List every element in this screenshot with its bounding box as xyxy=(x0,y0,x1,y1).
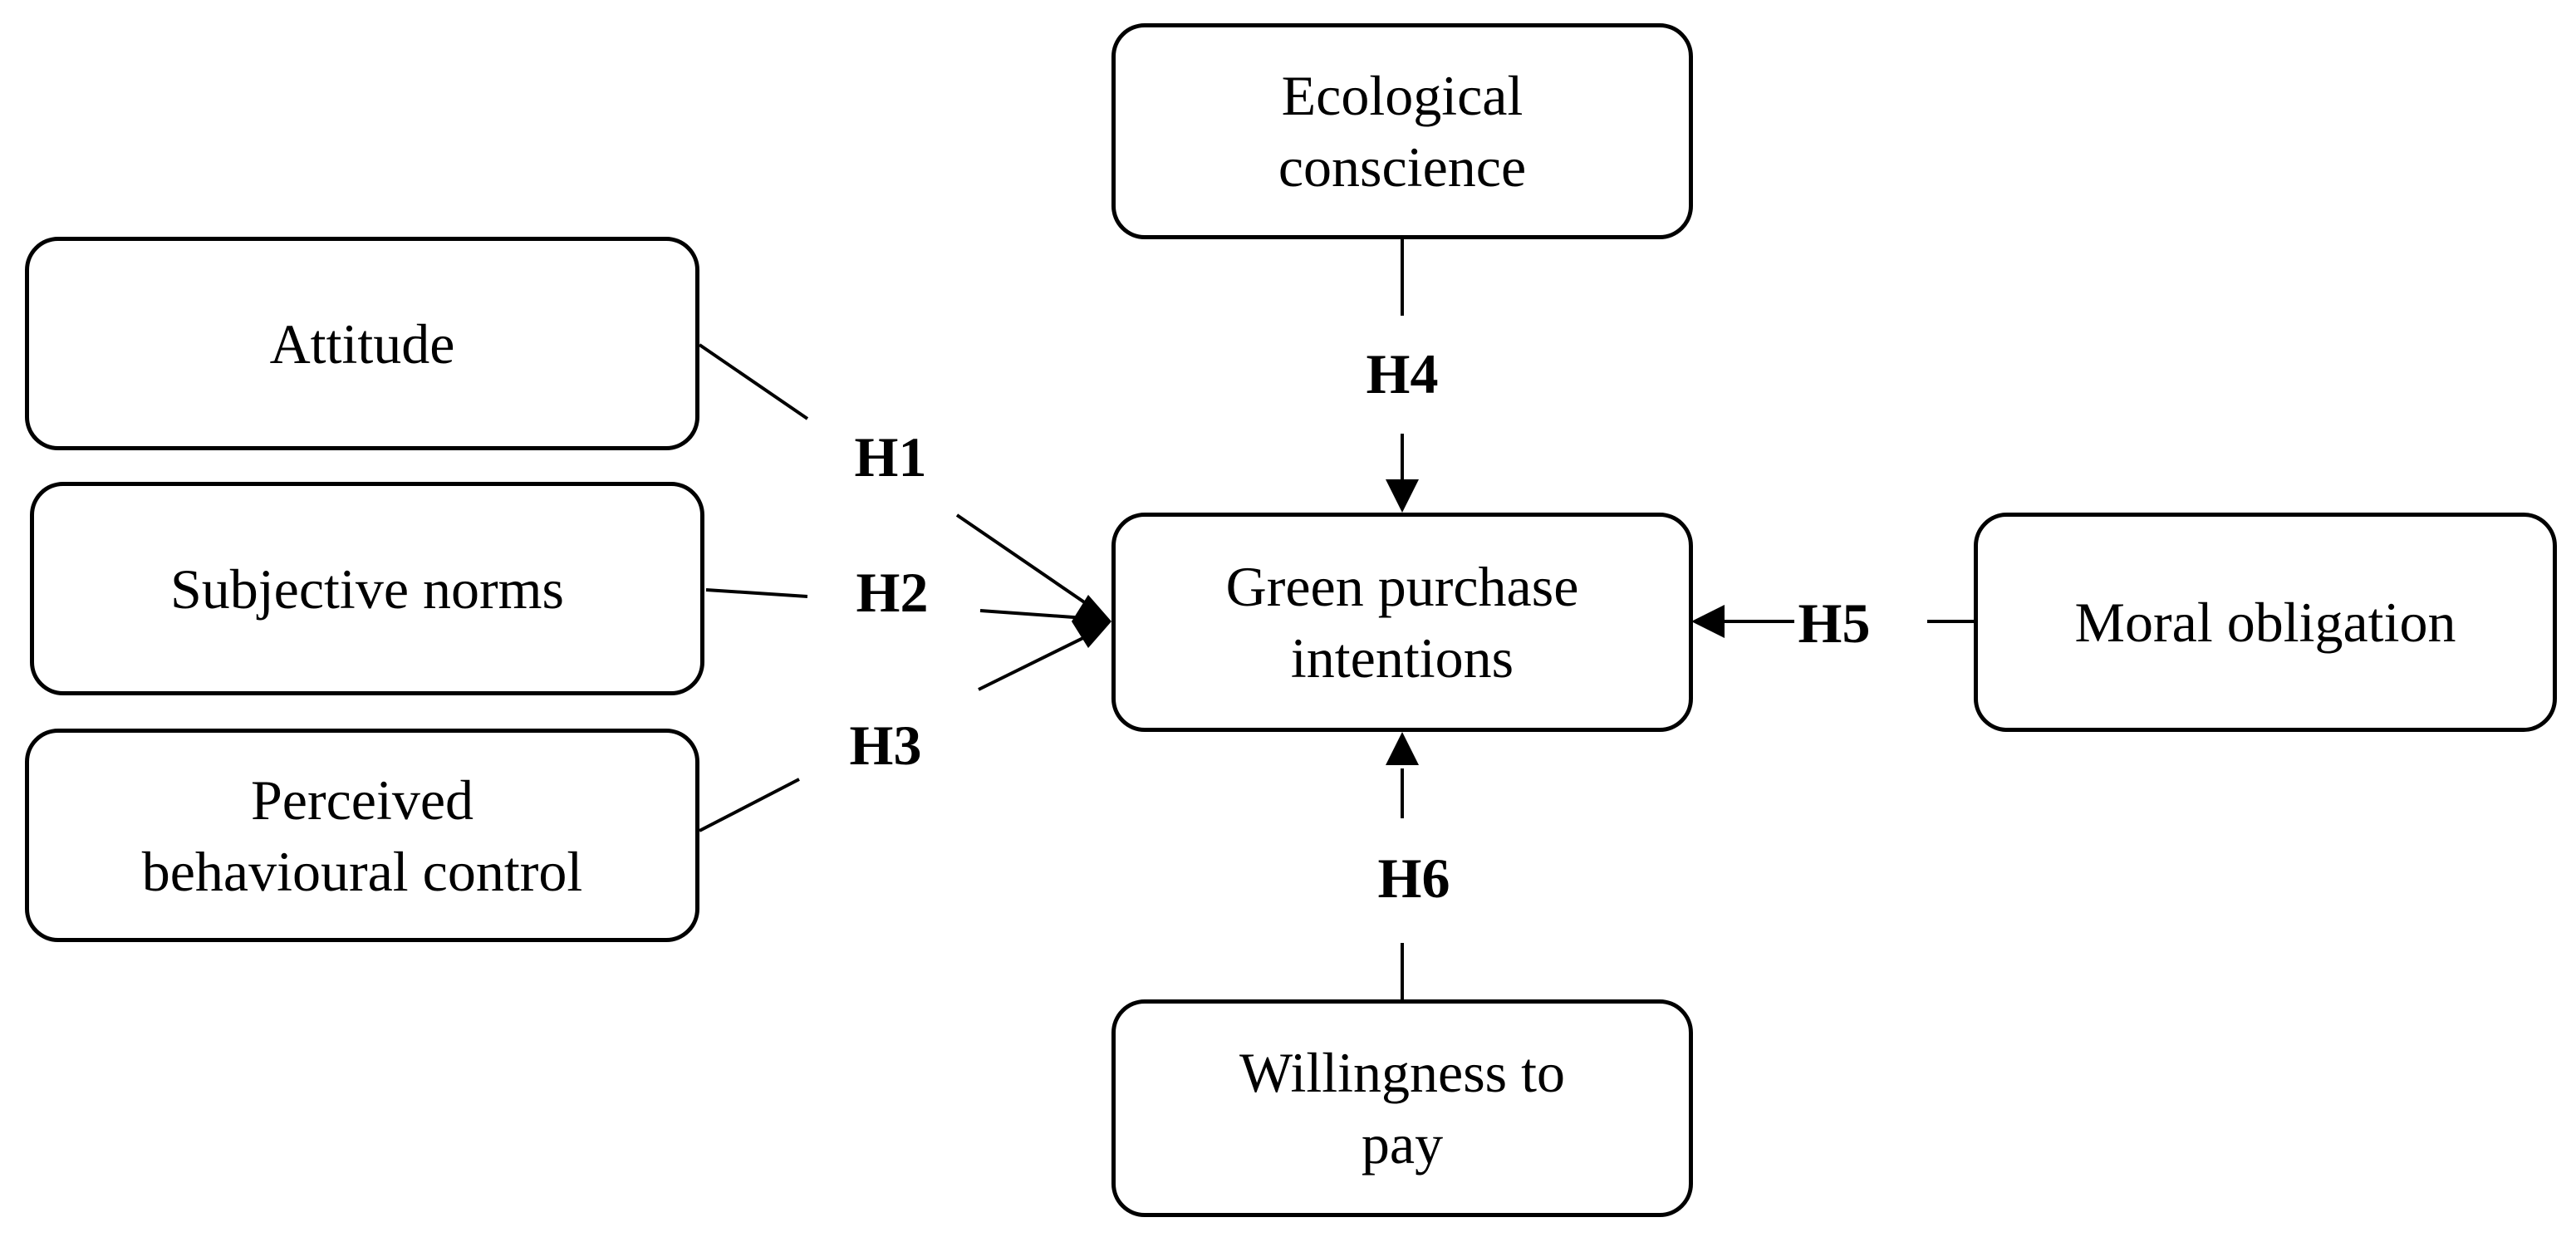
willingness-to-pay-node: Willingness to pay xyxy=(1111,999,1693,1217)
h3-label: H3 xyxy=(849,714,922,777)
h4-arrowhead-icon xyxy=(1386,479,1419,513)
attitude-label: Attitude xyxy=(269,312,455,376)
ecological-conscience-line1: Ecological xyxy=(1281,64,1524,127)
subjective-norms-label: Subjective norms xyxy=(169,557,565,621)
h3-connector-start xyxy=(699,778,800,832)
willingness-to-pay-line2: pay xyxy=(1361,1112,1444,1176)
h1-connector-start xyxy=(698,343,809,420)
h5-label: H5 xyxy=(1798,592,1871,655)
h6-arrowhead-icon xyxy=(1386,732,1419,765)
attitude-node: Attitude xyxy=(25,237,699,450)
subjective-norms-node: Subjective norms xyxy=(30,482,704,695)
h2-label: H2 xyxy=(856,561,929,624)
green-purchase-intentions-line2: intentions xyxy=(1290,626,1514,690)
moral-obligation-label: Moral obligation xyxy=(2074,591,2456,654)
h2-connector-start xyxy=(705,588,808,598)
h5-arrowhead-icon xyxy=(1691,605,1725,638)
h1-h3-arrowhead-icon xyxy=(1072,595,1111,648)
perceived-behavioural-control-node: Perceived behavioural control xyxy=(25,729,699,942)
h3-connector-end xyxy=(978,630,1097,691)
h1-label: H1 xyxy=(854,425,927,488)
h4-label: H4 xyxy=(1366,342,1439,405)
perceived-behavioural-control-line2: behavioural control xyxy=(141,839,583,903)
perceived-behavioural-control-line1: Perceived xyxy=(250,768,474,832)
ecological-conscience-line2: conscience xyxy=(1278,135,1527,199)
h6-label: H6 xyxy=(1377,847,1450,910)
willingness-to-pay-line1: Willingness to xyxy=(1239,1041,1566,1104)
green-purchase-intentions-node: Green purchase intentions xyxy=(1111,513,1693,732)
ecological-conscience-node: Ecological conscience xyxy=(1111,23,1693,239)
moral-obligation-node: Moral obligation xyxy=(1974,513,2557,732)
green-purchase-intentions-line1: Green purchase xyxy=(1225,555,1579,618)
h1-connector-end xyxy=(955,513,1098,612)
